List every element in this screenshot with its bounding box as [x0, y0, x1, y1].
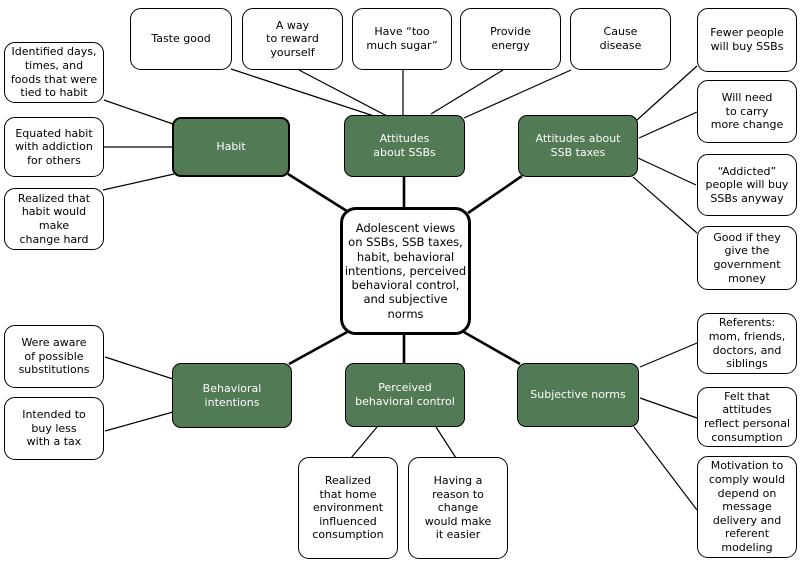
center-node: Adolescent views on SSBs, SSB taxes, hab…	[340, 207, 471, 335]
link-subjective-0	[639, 342, 698, 368]
leaf-ssbs-provide-energy: Provide energy	[460, 8, 561, 70]
leaf-taxes-addicted-anyway: “Addicted” people will buy SSBs anyway	[697, 154, 797, 216]
spoke-habit	[287, 172, 351, 215]
leaf-subjective-attitudes-reflect: Felt that attitudes reflect personal con…	[697, 387, 797, 447]
link-taxes-3	[632, 176, 698, 234]
leaf-subjective-motivation-comply: Motivation to comply would depend on mes…	[697, 456, 797, 558]
link-ssbs-3	[430, 69, 504, 115]
link-perceived-1	[435, 426, 457, 459]
spoke-subjective-norms	[461, 329, 521, 366]
link-subjective-2	[633, 426, 698, 511]
leaf-habit-identified-days: Identified days, times, and foods that w…	[4, 42, 104, 103]
link-taxes-0	[636, 65, 698, 121]
leaf-subjective-referents: Referents: mom, friends, doctors, and si…	[697, 313, 797, 374]
spoke-behavioral-intentions	[288, 329, 350, 366]
spoke-attitudes-taxes	[467, 174, 523, 215]
link-subjective-1	[639, 397, 698, 419]
branch-node-attitudes-about-ssb-taxes: Attitudes about SSB taxes	[518, 115, 638, 177]
link-perceived-0	[350, 426, 378, 459]
leaf-perceived-home-environment: Realized that home environment influence…	[298, 457, 398, 559]
branch-node-habit: Habit	[172, 117, 290, 177]
link-behavioral-0	[104, 356, 174, 380]
leaf-taxes-carry-change: Will need to carry more change	[697, 80, 797, 143]
leaf-habit-equated-addiction: Equated habit with addiction for others	[4, 117, 104, 177]
leaf-ssbs-cause-disease: Cause disease	[570, 8, 671, 70]
link-ssbs-4	[463, 69, 572, 119]
leaf-taxes-fewer-people: Fewer people will buy SSBs	[697, 8, 797, 72]
link-habit-0	[103, 99, 174, 125]
leaf-perceived-reason-to-change: Having a reason to change would make it …	[408, 457, 508, 559]
link-behavioral-1	[104, 411, 174, 432]
link-habit-2	[102, 173, 175, 191]
leaf-habit-change-hard: Realized that habit would make change ha…	[4, 188, 104, 250]
link-taxes-2	[637, 157, 697, 186]
link-ssbs-1	[298, 69, 388, 117]
branch-node-perceived-behavioral-control: Perceived behavioral control	[345, 363, 465, 427]
leaf-ssbs-taste-good: Taste good	[130, 8, 232, 70]
leaf-ssbs-too-much-sugar: Have “too much sugar”	[352, 8, 452, 70]
branch-node-attitudes-about-ssbs: Attitudes about SSBs	[344, 115, 465, 177]
link-taxes-1	[638, 111, 698, 139]
branch-node-subjective-norms: Subjective norms	[517, 363, 639, 427]
leaf-ssbs-reward-yourself: A way to reward yourself	[242, 8, 343, 70]
leaf-taxes-government-money: Good if they give the government money	[697, 226, 797, 290]
leaf-links	[102, 65, 698, 511]
leaf-behavioral-substitutions: Were aware of possible substitutions	[4, 325, 104, 388]
branch-node-behavioral-intentions: Behavioral intentions	[172, 363, 292, 428]
link-ssbs-0	[230, 68, 375, 117]
leaf-behavioral-buy-less: Intended to buy less with a tax	[4, 397, 104, 460]
center-spokes	[287, 172, 523, 366]
